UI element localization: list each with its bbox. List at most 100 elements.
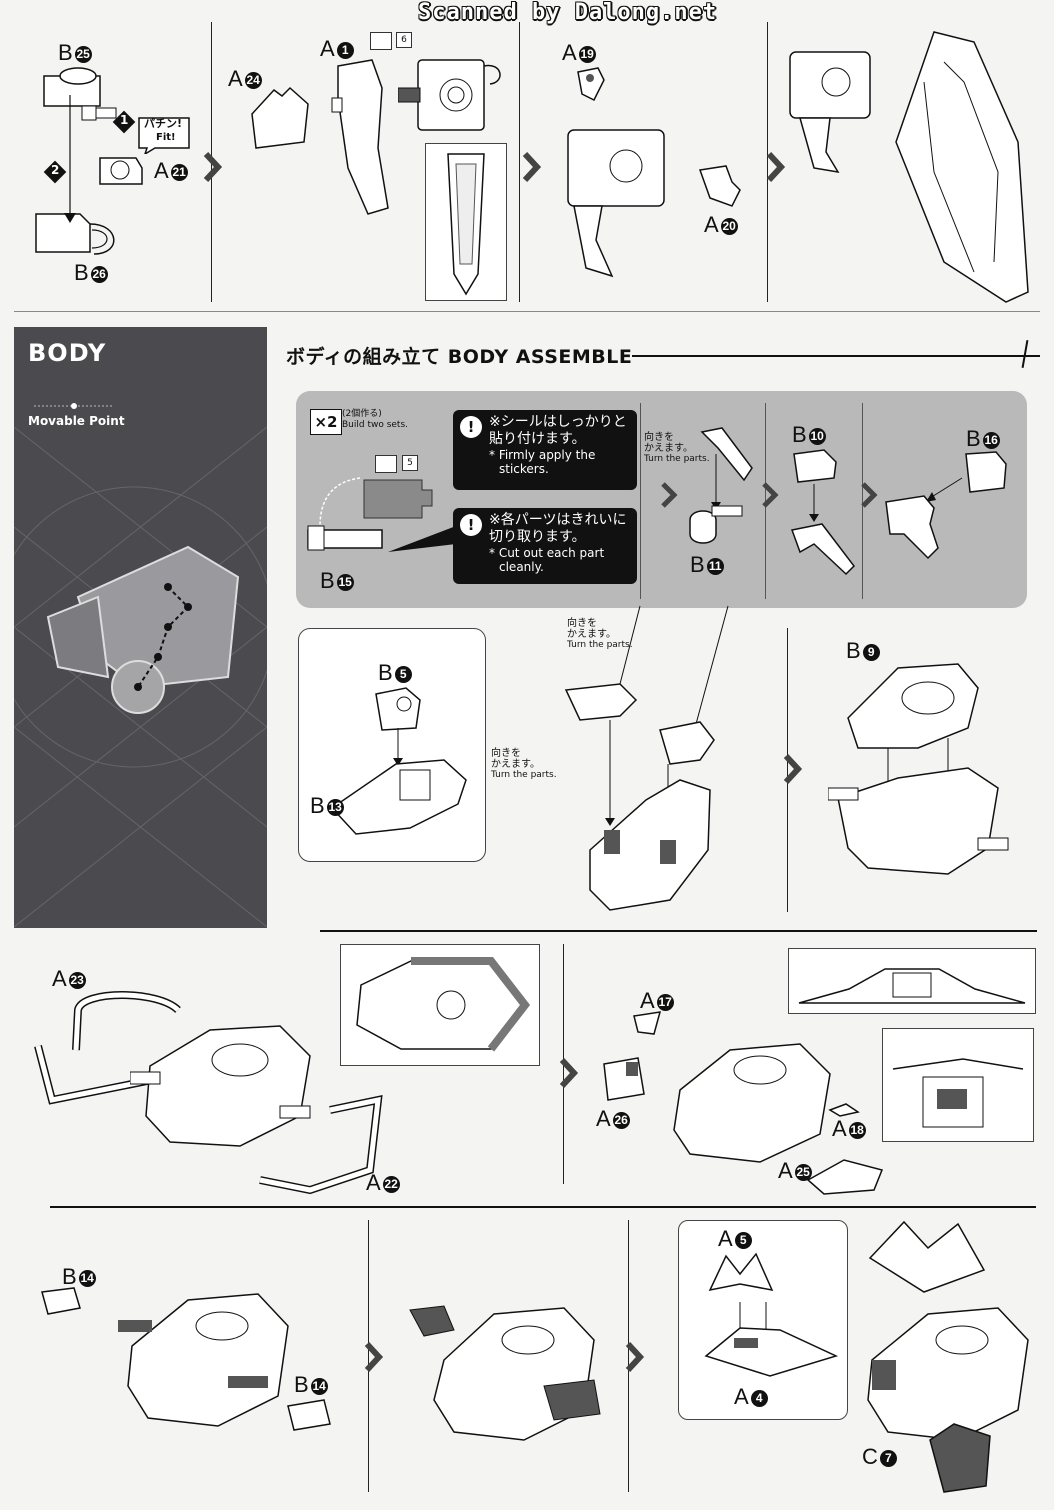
step-arrow xyxy=(625,1341,645,1373)
label-letter: B xyxy=(846,638,861,663)
label-letter: A xyxy=(52,966,67,991)
section-title-jp: ボディの組み立て xyxy=(286,346,441,368)
label-letter: C xyxy=(862,1444,878,1469)
row-rule xyxy=(50,1206,1036,1208)
part-a18-drawing xyxy=(828,1103,860,1117)
divider xyxy=(787,628,788,912)
top-detail-inset xyxy=(788,948,1036,1014)
label-number: 25 xyxy=(794,1163,812,1181)
part-b26-drawing xyxy=(35,213,115,255)
label-number: 4 xyxy=(750,1389,768,1407)
label-letter: A xyxy=(704,212,719,237)
label-letter: B xyxy=(58,40,73,65)
x2-caption: (2個作る)Build two sets. xyxy=(342,409,408,431)
part-chest-cover xyxy=(868,1220,986,1293)
step-arrow xyxy=(661,482,678,508)
note2-en1: * Cut out each part xyxy=(489,546,605,560)
step-marker-1-text: 1 xyxy=(120,113,129,127)
callout-lines xyxy=(619,605,729,725)
part-body-final xyxy=(867,1307,1029,1441)
turn-en: Turn the parts. xyxy=(491,770,557,780)
part-a26-drawing xyxy=(603,1057,645,1101)
step-arrow xyxy=(364,1341,384,1373)
step-marker-2-text: 2 xyxy=(51,163,60,177)
part-b16-assembly xyxy=(885,451,1007,560)
sticker-number: 5 xyxy=(402,455,418,471)
part-body-core xyxy=(130,1025,311,1147)
divider xyxy=(368,1220,369,1492)
part-body-row4b xyxy=(409,1305,601,1441)
note2-jp2: 切り取ります。 xyxy=(489,529,586,545)
step-arrow xyxy=(559,1057,579,1089)
sticker-number: 6 xyxy=(396,32,412,48)
divider xyxy=(640,403,641,599)
label-number: 5 xyxy=(734,1231,752,1249)
label-number: 7 xyxy=(879,1449,897,1467)
label-number: 19 xyxy=(578,45,596,63)
section-title-rule xyxy=(632,355,1040,357)
label-letter: B xyxy=(792,422,807,447)
step-arrow xyxy=(783,753,803,785)
label-number: 18 xyxy=(848,1121,866,1139)
part-b25-drawing xyxy=(43,67,117,121)
label-number: 16 xyxy=(982,431,1000,449)
fit-bubble xyxy=(138,117,190,154)
label-letter: A xyxy=(562,40,577,65)
side-detail-inset xyxy=(882,1028,1034,1142)
sidebar-body: BODY Movable Point xyxy=(14,327,267,928)
turn-jp1: 向きを xyxy=(644,432,674,443)
note-stickers: ! ※シールはしっかりと 貼り付けます。 * Firmly apply the … xyxy=(453,410,637,490)
label-letter: B xyxy=(320,568,335,593)
frame-detail-inset xyxy=(340,944,540,1066)
divider xyxy=(767,22,768,302)
label-number: 23 xyxy=(68,971,86,989)
part-a5-drawing xyxy=(708,1252,774,1292)
divider xyxy=(519,22,520,302)
note2-jp1: ※各パーツはきれいに xyxy=(489,512,627,528)
label-number: 26 xyxy=(612,1111,630,1129)
arrow-line xyxy=(64,95,76,223)
label-letter: A xyxy=(366,1170,381,1195)
step-arrow xyxy=(861,482,878,508)
turn-parts-note: 向きを かえます。 Turn the parts. xyxy=(644,432,710,465)
part-wing-binder-drawing xyxy=(789,31,1029,303)
note-pointer xyxy=(388,526,456,552)
label-number: 22 xyxy=(382,1175,400,1193)
label-letter: A xyxy=(596,1106,611,1131)
warning-icon: ! xyxy=(460,416,482,438)
x2-jp: (2個作る) xyxy=(342,409,382,419)
label-number: 9 xyxy=(862,643,880,661)
turn-jp1: 向きを xyxy=(567,618,597,629)
part-b10-assembly xyxy=(790,449,855,576)
step-arrow xyxy=(762,482,779,508)
section-title-tick xyxy=(1021,340,1029,368)
note2-en2: cleanly. xyxy=(499,560,544,574)
body-movable-illustration xyxy=(46,545,240,714)
label-letter: B xyxy=(74,260,89,285)
step-arrow xyxy=(766,151,786,183)
part-b11-assembly xyxy=(689,427,753,544)
part-body-row3 xyxy=(673,1043,831,1163)
x2-badge: ×2 xyxy=(310,409,342,435)
part-b15-drawing xyxy=(307,477,383,551)
divider xyxy=(628,1220,629,1492)
turn-parts-note-mid-a: 向きを かえます。 Turn the parts. xyxy=(567,618,633,651)
label-letter: B xyxy=(62,1264,77,1289)
note-cut-parts: ! ※各パーツはきれいに 切り取ります。 * Cut out each part… xyxy=(453,508,637,584)
label-number: 14 xyxy=(78,1269,96,1287)
row-rule xyxy=(320,930,1037,932)
label-number: 17 xyxy=(656,993,674,1011)
